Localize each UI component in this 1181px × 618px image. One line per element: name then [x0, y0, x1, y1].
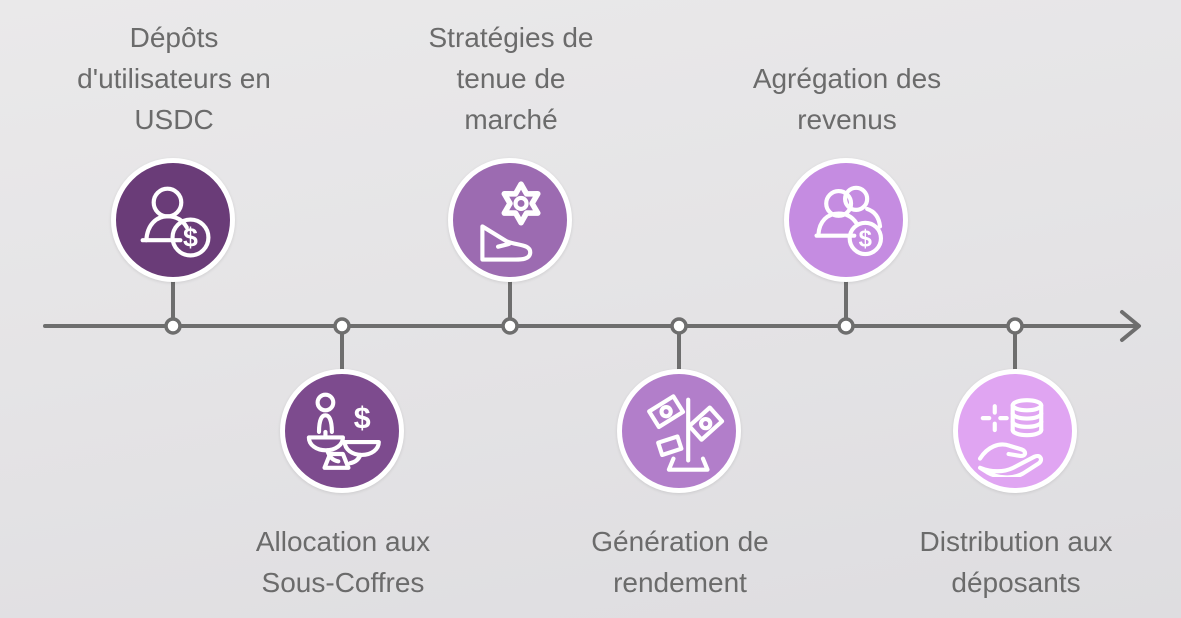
user-dollar-icon: $ — [140, 186, 211, 258]
balance-scale-icon: $ — [306, 392, 381, 470]
step-label-allocation: Allocation aux Sous-Coffres — [255, 526, 431, 598]
timeline-dot-5 — [837, 317, 855, 335]
timeline-dot-1 — [164, 317, 182, 335]
step-label-distribution: Distribution aux déposants — [919, 526, 1113, 598]
step-label-strategies: Stratégies de tenue de marché — [428, 22, 594, 135]
svg-text:$: $ — [354, 402, 371, 435]
gear-flag-icon — [480, 181, 541, 262]
step-circle-distribution — [953, 369, 1077, 493]
timeline-dot-6 — [1006, 317, 1024, 335]
timeline-lines — [43, 278, 1141, 374]
timeline-arrowhead-icon — [1120, 310, 1141, 342]
step-circle-yield — [617, 369, 741, 493]
step-label-user-deposits: Dépôts d'utilisateurs en USDC — [77, 22, 271, 135]
step-circle-aggregation: $ — [784, 158, 908, 282]
svg-text:$: $ — [183, 223, 198, 253]
step-circle-strategies — [448, 158, 572, 282]
timeline-dot-2 — [333, 317, 351, 335]
timeline-dot-4 — [670, 317, 688, 335]
step-label-aggregation: Agrégation des revenus — [752, 63, 942, 135]
step-circle-user-deposits: $ — [111, 158, 235, 282]
svg-text:$: $ — [859, 226, 872, 253]
hand-database-icon — [977, 398, 1044, 477]
users-dollar-icon: $ — [814, 185, 884, 257]
step-label-yield: Génération de rendement — [591, 526, 769, 598]
money-tree-icon — [647, 394, 725, 472]
timeline-dot-3 — [501, 317, 519, 335]
step-circle-allocation: $ — [280, 369, 404, 493]
